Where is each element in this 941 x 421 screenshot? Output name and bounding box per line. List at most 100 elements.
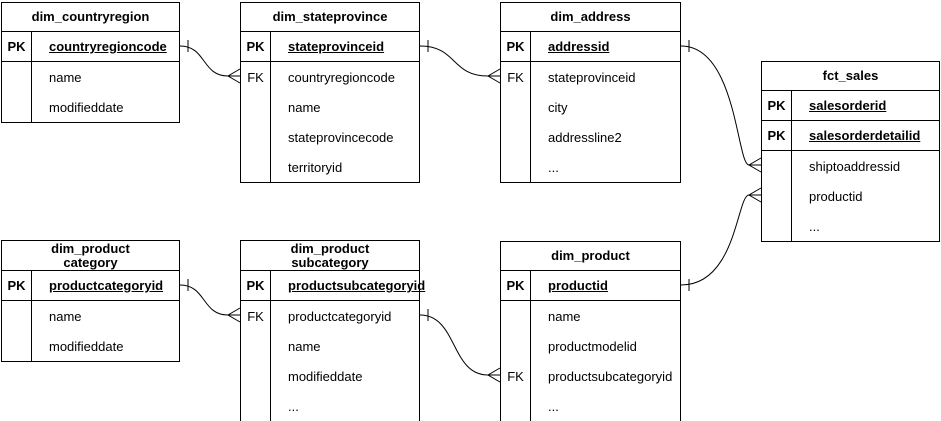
attribute-label: countryregioncode bbox=[49, 39, 167, 54]
attribute-row: ... bbox=[241, 391, 419, 421]
attribute-label: shiptoaddressid bbox=[809, 158, 901, 174]
attribute-label: productmodelid bbox=[548, 338, 637, 354]
key-badge bbox=[241, 152, 271, 182]
primary-key-row: PK productsubcategoryid bbox=[241, 271, 425, 301]
crow-foot-many-icon bbox=[227, 68, 241, 84]
attribute-label: stateprovinceid bbox=[548, 69, 636, 85]
connector-dim_stateprovince-to-dim_address[interactable] bbox=[419, 40, 501, 84]
attribute-row: modifieddate bbox=[2, 92, 179, 122]
attribute-label: ... bbox=[288, 398, 299, 414]
attribute-label: countryregioncode bbox=[288, 69, 395, 85]
attribute-label: ... bbox=[548, 159, 559, 175]
primary-key-row: PK productid bbox=[501, 271, 680, 301]
attribute-label: territoryid bbox=[288, 159, 343, 175]
entity-title: dim_address bbox=[501, 3, 680, 32]
attribute-row: modifieddate bbox=[241, 361, 419, 391]
entity-title: dim_product category bbox=[2, 241, 179, 271]
key-badge bbox=[2, 331, 32, 361]
entity-title: dim_product bbox=[501, 242, 680, 271]
key-badge bbox=[241, 361, 271, 391]
connector-dim_product_category-to-dim_product_subcategory[interactable] bbox=[179, 279, 241, 323]
key-badge bbox=[2, 301, 32, 331]
attribute-label: modifieddate bbox=[49, 99, 124, 115]
connector-dim_product_subcategory-to-dim_product[interactable] bbox=[419, 309, 501, 383]
attribute-row: shiptoaddressid bbox=[762, 151, 939, 181]
attribute-label: city bbox=[548, 99, 568, 115]
key-badge: FK bbox=[501, 361, 531, 391]
key-badge bbox=[241, 122, 271, 152]
key-badge bbox=[241, 331, 271, 361]
attribute-row: territoryid bbox=[241, 152, 419, 182]
relationship-line[interactable] bbox=[680, 194, 750, 286]
attribute-label: addressid bbox=[548, 39, 610, 54]
entity-title: fct_sales bbox=[762, 62, 939, 91]
relationship-line[interactable] bbox=[179, 284, 229, 316]
attribute-label: ... bbox=[548, 398, 559, 414]
key-badge bbox=[762, 151, 792, 181]
key-badge bbox=[241, 391, 271, 421]
key-badge: PK bbox=[501, 271, 531, 300]
attribute-row: addressline2 bbox=[501, 122, 680, 152]
attribute-label: productcategoryid bbox=[49, 278, 164, 293]
key-badge bbox=[762, 211, 792, 241]
primary-key-row: PK stateprovinceid bbox=[241, 32, 419, 62]
attribute-row: name bbox=[501, 301, 680, 331]
attribute-row: modifieddate bbox=[2, 331, 179, 361]
attribute-row: productid bbox=[762, 181, 939, 211]
entity-title: dim_countryregion bbox=[2, 3, 179, 32]
crow-foot-many-icon bbox=[748, 157, 762, 173]
relationship-line[interactable] bbox=[419, 45, 489, 77]
entity-title: dim_product subcategory bbox=[241, 241, 419, 271]
attribute-label: name bbox=[288, 338, 321, 354]
attribute-label: salesorderdetailid bbox=[809, 128, 921, 143]
attribute-label: name bbox=[288, 99, 321, 115]
attribute-label: productsubcategoryid bbox=[288, 278, 426, 293]
key-badge: PK bbox=[762, 121, 792, 150]
key-badge: PK bbox=[241, 271, 271, 300]
attribute-row: name bbox=[2, 62, 179, 92]
crow-foot-many-icon bbox=[227, 307, 241, 323]
attribute-label: ... bbox=[809, 218, 820, 234]
connector-dim_product-to-fct_sales[interactable] bbox=[680, 187, 762, 291]
relationship-line[interactable] bbox=[179, 45, 229, 77]
attribute-label: stateprovinceid bbox=[288, 39, 385, 54]
connector-dim_countryregion-to-dim_stateprovince[interactable] bbox=[179, 40, 241, 84]
connector-dim_address-to-fct_sales[interactable] bbox=[680, 40, 762, 173]
key-badge bbox=[2, 92, 32, 122]
attribute-row: ... bbox=[762, 211, 939, 241]
attribute-label: modifieddate bbox=[288, 368, 363, 384]
relationship-line[interactable] bbox=[419, 314, 489, 376]
attribute-label: name bbox=[49, 308, 82, 324]
attribute-label: productsubcategoryid bbox=[548, 368, 673, 384]
attribute-label: productid bbox=[548, 278, 608, 293]
attribute-label: name bbox=[548, 308, 581, 324]
relationship-line[interactable] bbox=[680, 45, 750, 166]
attribute-label: productcategoryid bbox=[288, 308, 392, 324]
key-badge: PK bbox=[501, 32, 531, 61]
attribute-label: modifieddate bbox=[49, 338, 124, 354]
attribute-row: ... bbox=[501, 391, 680, 421]
attribute-label: addressline2 bbox=[548, 129, 622, 145]
key-badge: PK bbox=[241, 32, 271, 61]
attribute-row: city bbox=[501, 92, 680, 122]
key-badge bbox=[501, 301, 531, 331]
key-badge bbox=[501, 391, 531, 421]
entity-title: dim_stateprovince bbox=[241, 3, 419, 32]
attribute-row: name bbox=[2, 301, 179, 331]
key-badge: PK bbox=[762, 91, 792, 120]
attribute-row: productmodelid bbox=[501, 331, 680, 361]
